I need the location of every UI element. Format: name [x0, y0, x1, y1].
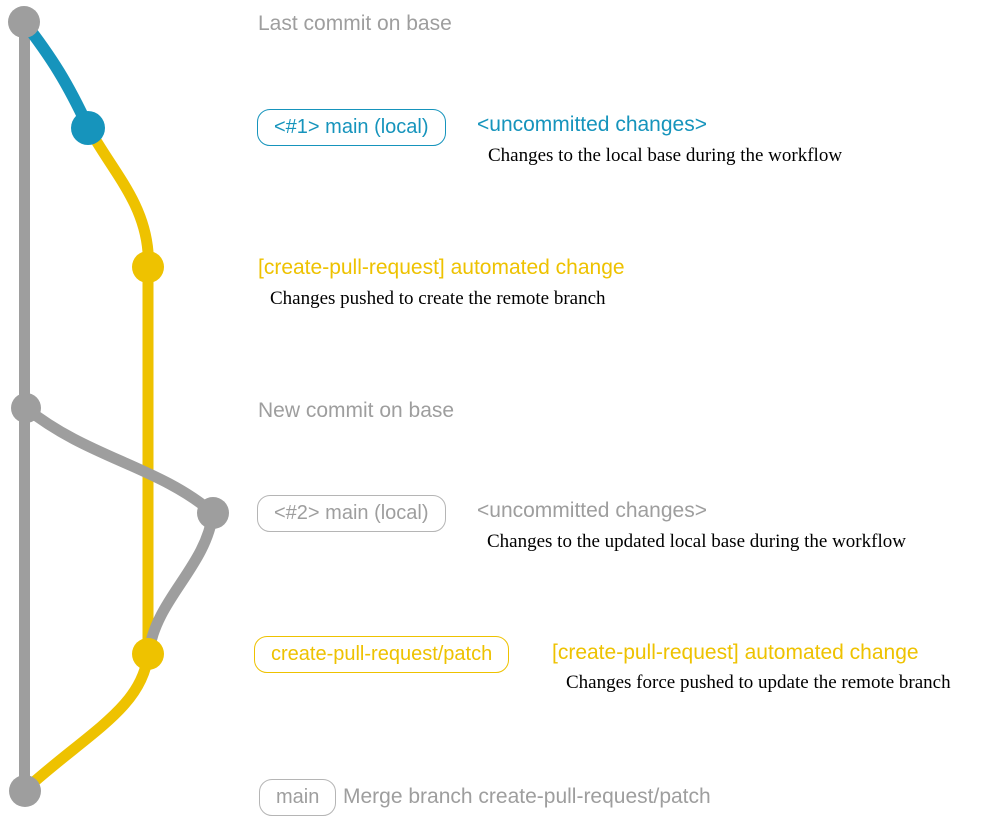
- commit-node-new-base: [11, 393, 41, 423]
- local-main-branch-line: [19, 18, 94, 130]
- commit-node-uncommitted-2: [197, 497, 229, 529]
- commit-title-uncommitted-2: <uncommitted changes>: [477, 499, 707, 522]
- branch-badge-main: main: [259, 779, 337, 816]
- commit-node-last-base: [8, 6, 40, 38]
- annotation-last-commit-on-base: Last commit on base: [258, 12, 452, 35]
- commit-desc-automated-2: Changes force pushed to update the remot…: [566, 672, 951, 693]
- branch-badge-main-local-1: <#1> main (local): [257, 109, 446, 146]
- branch-badge-main-local-2: <#2> main (local): [257, 495, 446, 532]
- commit-node-merge: [9, 775, 41, 807]
- commit-title-merge: Merge branch create-pull-request/patch: [343, 785, 711, 808]
- annotation-new-commit-on-base: New commit on base: [258, 399, 455, 422]
- commit-node-uncommitted-1: [71, 111, 105, 145]
- rebase-branch-line: [22, 403, 217, 518]
- patch-branch-line: [83, 124, 154, 654]
- commit-title-automated-1: [create-pull-request] automated change: [258, 256, 625, 279]
- commit-node-automated-2: [132, 638, 164, 670]
- branch-badge-patch: create-pull-request/patch: [254, 636, 510, 673]
- patch-merge-line: [22, 653, 154, 794]
- commit-node-automated-1: [132, 251, 164, 283]
- commit-desc-uncommitted-2: Changes to the updated local base during…: [487, 531, 906, 552]
- rebase-to-patch-line: [143, 512, 219, 652]
- commit-title-uncommitted-1: <uncommitted changes>: [477, 113, 707, 136]
- commit-desc-automated-1: Changes pushed to create the remote bran…: [270, 288, 606, 309]
- commit-desc-uncommitted-1: Changes to the local base during the wor…: [488, 145, 843, 166]
- commit-title-automated-2: [create-pull-request] automated change: [552, 641, 919, 664]
